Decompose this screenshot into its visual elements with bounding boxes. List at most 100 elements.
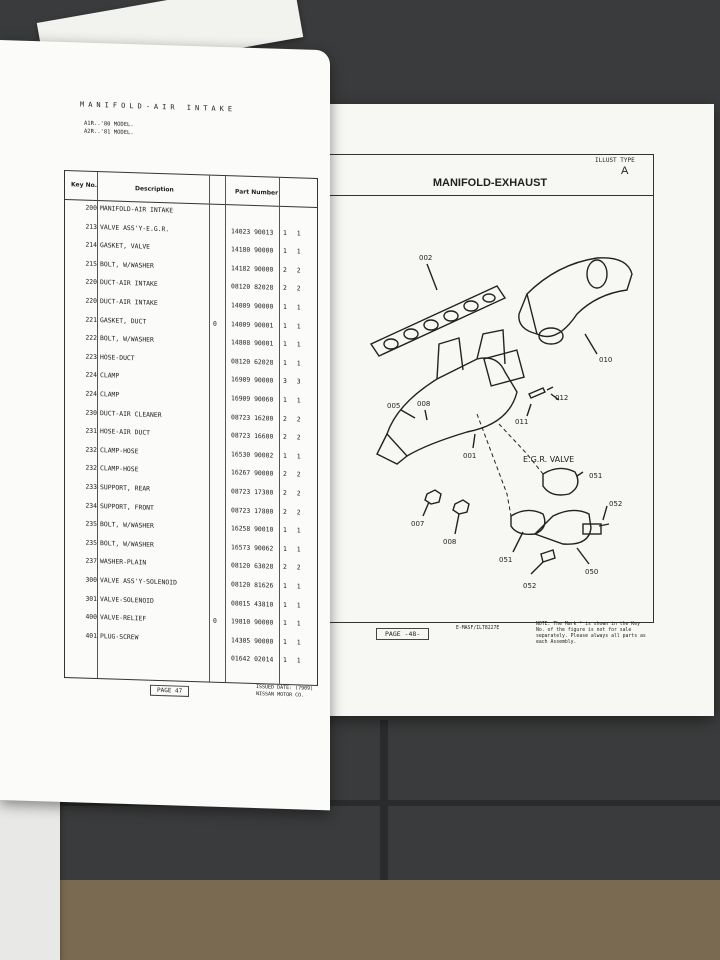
description-cell: GASKET, DUCT bbox=[100, 315, 147, 326]
key-cell: 221 bbox=[85, 315, 97, 324]
quantity-cell: 2 2 bbox=[283, 265, 304, 275]
key-cell: 234 bbox=[85, 501, 97, 510]
callout-052: 052 bbox=[609, 500, 622, 508]
part-number-cell: 08723 17800 bbox=[231, 505, 274, 516]
illust-type: A bbox=[621, 165, 629, 177]
quantity-cell: 1 1 bbox=[283, 340, 304, 349]
description-cell: DUCT-AIR INTAKE bbox=[100, 297, 158, 307]
description-cell: CLAMP bbox=[100, 371, 120, 381]
quantity-cell: 2 2 bbox=[283, 284, 304, 293]
note-text: NOTE: The Mark * is shown in the Key No.… bbox=[536, 622, 646, 645]
egr-valve-label: E.G.R. VALVE bbox=[523, 455, 574, 464]
quantity-cell: 1 1 bbox=[283, 544, 304, 554]
description-cell: BOLT, W/WASHER bbox=[100, 538, 154, 549]
key-cell: 235 bbox=[85, 538, 97, 547]
quantity-cell: 1 1 bbox=[283, 600, 304, 610]
key-cell: 231 bbox=[85, 426, 97, 436]
quantity-cell: 2 2 bbox=[283, 414, 304, 424]
callout-011: 011 bbox=[515, 418, 528, 426]
description-cell: SUPPORT, REAR bbox=[100, 483, 151, 493]
description-cell: PLUG-SCREW bbox=[100, 631, 139, 642]
quantity-cell: 1 1 bbox=[283, 637, 304, 647]
part-number-cell: 08015 43810 bbox=[231, 598, 274, 609]
quantity-cell: 1 1 bbox=[283, 451, 304, 461]
key-cell: 230 bbox=[85, 408, 97, 417]
description-cell: DUCT-AIR INTAKE bbox=[100, 278, 158, 289]
description-cell: VALVE-RELIEF bbox=[100, 613, 147, 623]
page-number: PAGE 47 bbox=[150, 684, 190, 697]
description-cell: BOLT, W/WASHER bbox=[100, 520, 154, 531]
key-cell: 223 bbox=[85, 352, 97, 361]
quantity-cell: 2 2 bbox=[283, 563, 304, 572]
quantity-cell: 3 3 bbox=[283, 377, 304, 386]
part-number-cell: 14808 90001 bbox=[231, 338, 274, 348]
section-header: MANIFOLD-AIR INTAKE bbox=[80, 100, 237, 114]
description-cell: CLAMP-HOSE bbox=[100, 445, 139, 456]
description-cell: SUPPORT, FRONT bbox=[100, 501, 154, 512]
model-line: A2R..'81 MODEL. bbox=[84, 128, 134, 137]
part-number-cell: 16530 90002 bbox=[231, 450, 274, 460]
model-line: A1R..'80 MODEL. bbox=[84, 120, 134, 129]
part-number-cell: 14023 90013 bbox=[231, 226, 274, 237]
key-cell: 300 bbox=[85, 575, 97, 585]
callout-051: 051 bbox=[589, 472, 602, 480]
mark-cell: 0 bbox=[213, 319, 217, 328]
col-part-header: Part Number bbox=[235, 188, 279, 197]
illust-type-label: ILLUST TYPE bbox=[595, 157, 635, 164]
key-cell: 213 bbox=[85, 222, 97, 231]
key-cell: 233 bbox=[85, 482, 97, 492]
part-number-cell: 14305 90000 bbox=[231, 636, 274, 646]
part-number-cell: 14009 90001 bbox=[231, 319, 274, 330]
key-cell: 232 bbox=[85, 445, 97, 454]
description-cell: VALVE-SOLENOID bbox=[100, 594, 154, 605]
key-cell: 237 bbox=[85, 557, 97, 566]
quantity-cell: 1 1 bbox=[283, 247, 304, 256]
quantity-cell: 1 1 bbox=[283, 656, 304, 665]
description-cell: CLAMP bbox=[100, 390, 120, 399]
callout-051b: 051 bbox=[499, 556, 512, 564]
description-cell: WASHER-PLAIN bbox=[100, 557, 147, 567]
key-cell: 220 bbox=[85, 278, 97, 287]
key-cell: 214 bbox=[85, 240, 97, 250]
mark-cell: 0 bbox=[213, 616, 217, 626]
quantity-cell: 2 2 bbox=[283, 470, 304, 479]
part-number-cell: 01642 02014 bbox=[231, 654, 274, 664]
quantity-cell: 2 2 bbox=[283, 433, 304, 442]
part-number-cell: 08120 62028 bbox=[231, 357, 274, 367]
part-number-cell: 16909 90060 bbox=[231, 394, 274, 404]
description-cell: DUCT-AIR CLEANER bbox=[100, 408, 162, 419]
callout-010: 010 bbox=[599, 356, 612, 364]
part-number-cell: 14180 90000 bbox=[231, 245, 274, 255]
key-cell: 222 bbox=[85, 333, 97, 343]
illustration-frame: 002 010 005 008 012 011 001 007 008 E.G.… bbox=[326, 194, 654, 623]
quantity-cell: 1 1 bbox=[283, 321, 304, 331]
title-box: ILLUST TYPE A MANIFOLD-EXHAUST bbox=[326, 154, 654, 196]
exhaust-manifold-diagram: 002 010 005 008 012 011 001 007 008 E.G.… bbox=[369, 254, 633, 590]
key-cell: 215 bbox=[85, 259, 97, 268]
issued-note: ISSUED DATE: (7909) NISSAN MOTOR CO. bbox=[256, 684, 314, 699]
quantity-cell: 1 1 bbox=[283, 358, 304, 368]
col-description-header: Description bbox=[135, 185, 174, 194]
part-number-cell: 08120 63028 bbox=[231, 561, 274, 571]
description-cell: BOLT, W/WASHER bbox=[100, 259, 154, 270]
callout-007: 007 bbox=[411, 520, 424, 528]
gasket-outline bbox=[369, 285, 507, 357]
page-title: MANIFOLD-EXHAUST bbox=[432, 177, 548, 189]
description-cell: BOLT, W/WASHER bbox=[100, 334, 154, 345]
part-number-cell: 16267 90000 bbox=[231, 468, 274, 478]
part-number-cell: 16909 90000 bbox=[231, 375, 274, 385]
part-number-cell: 16573 90062 bbox=[231, 543, 274, 553]
part-number-cell: 08723 16200 bbox=[231, 412, 274, 423]
callout-008b: 008 bbox=[443, 538, 456, 546]
key-cell: 235 bbox=[85, 519, 97, 529]
key-cell: 301 bbox=[85, 594, 97, 603]
description-cell: VALVE ASS'Y-E.G.R. bbox=[100, 222, 170, 233]
key-cell: 220 bbox=[85, 296, 97, 306]
quantity-cell: 1 1 bbox=[283, 395, 304, 405]
mat-seam bbox=[0, 800, 720, 806]
key-cell bbox=[67, 649, 97, 650]
callout-008: 008 bbox=[417, 400, 430, 408]
quantity-cell: 1 1 bbox=[283, 302, 304, 312]
key-cell: 224 bbox=[85, 389, 97, 399]
description-cell: HOSE-AIR DUCT bbox=[100, 427, 151, 437]
